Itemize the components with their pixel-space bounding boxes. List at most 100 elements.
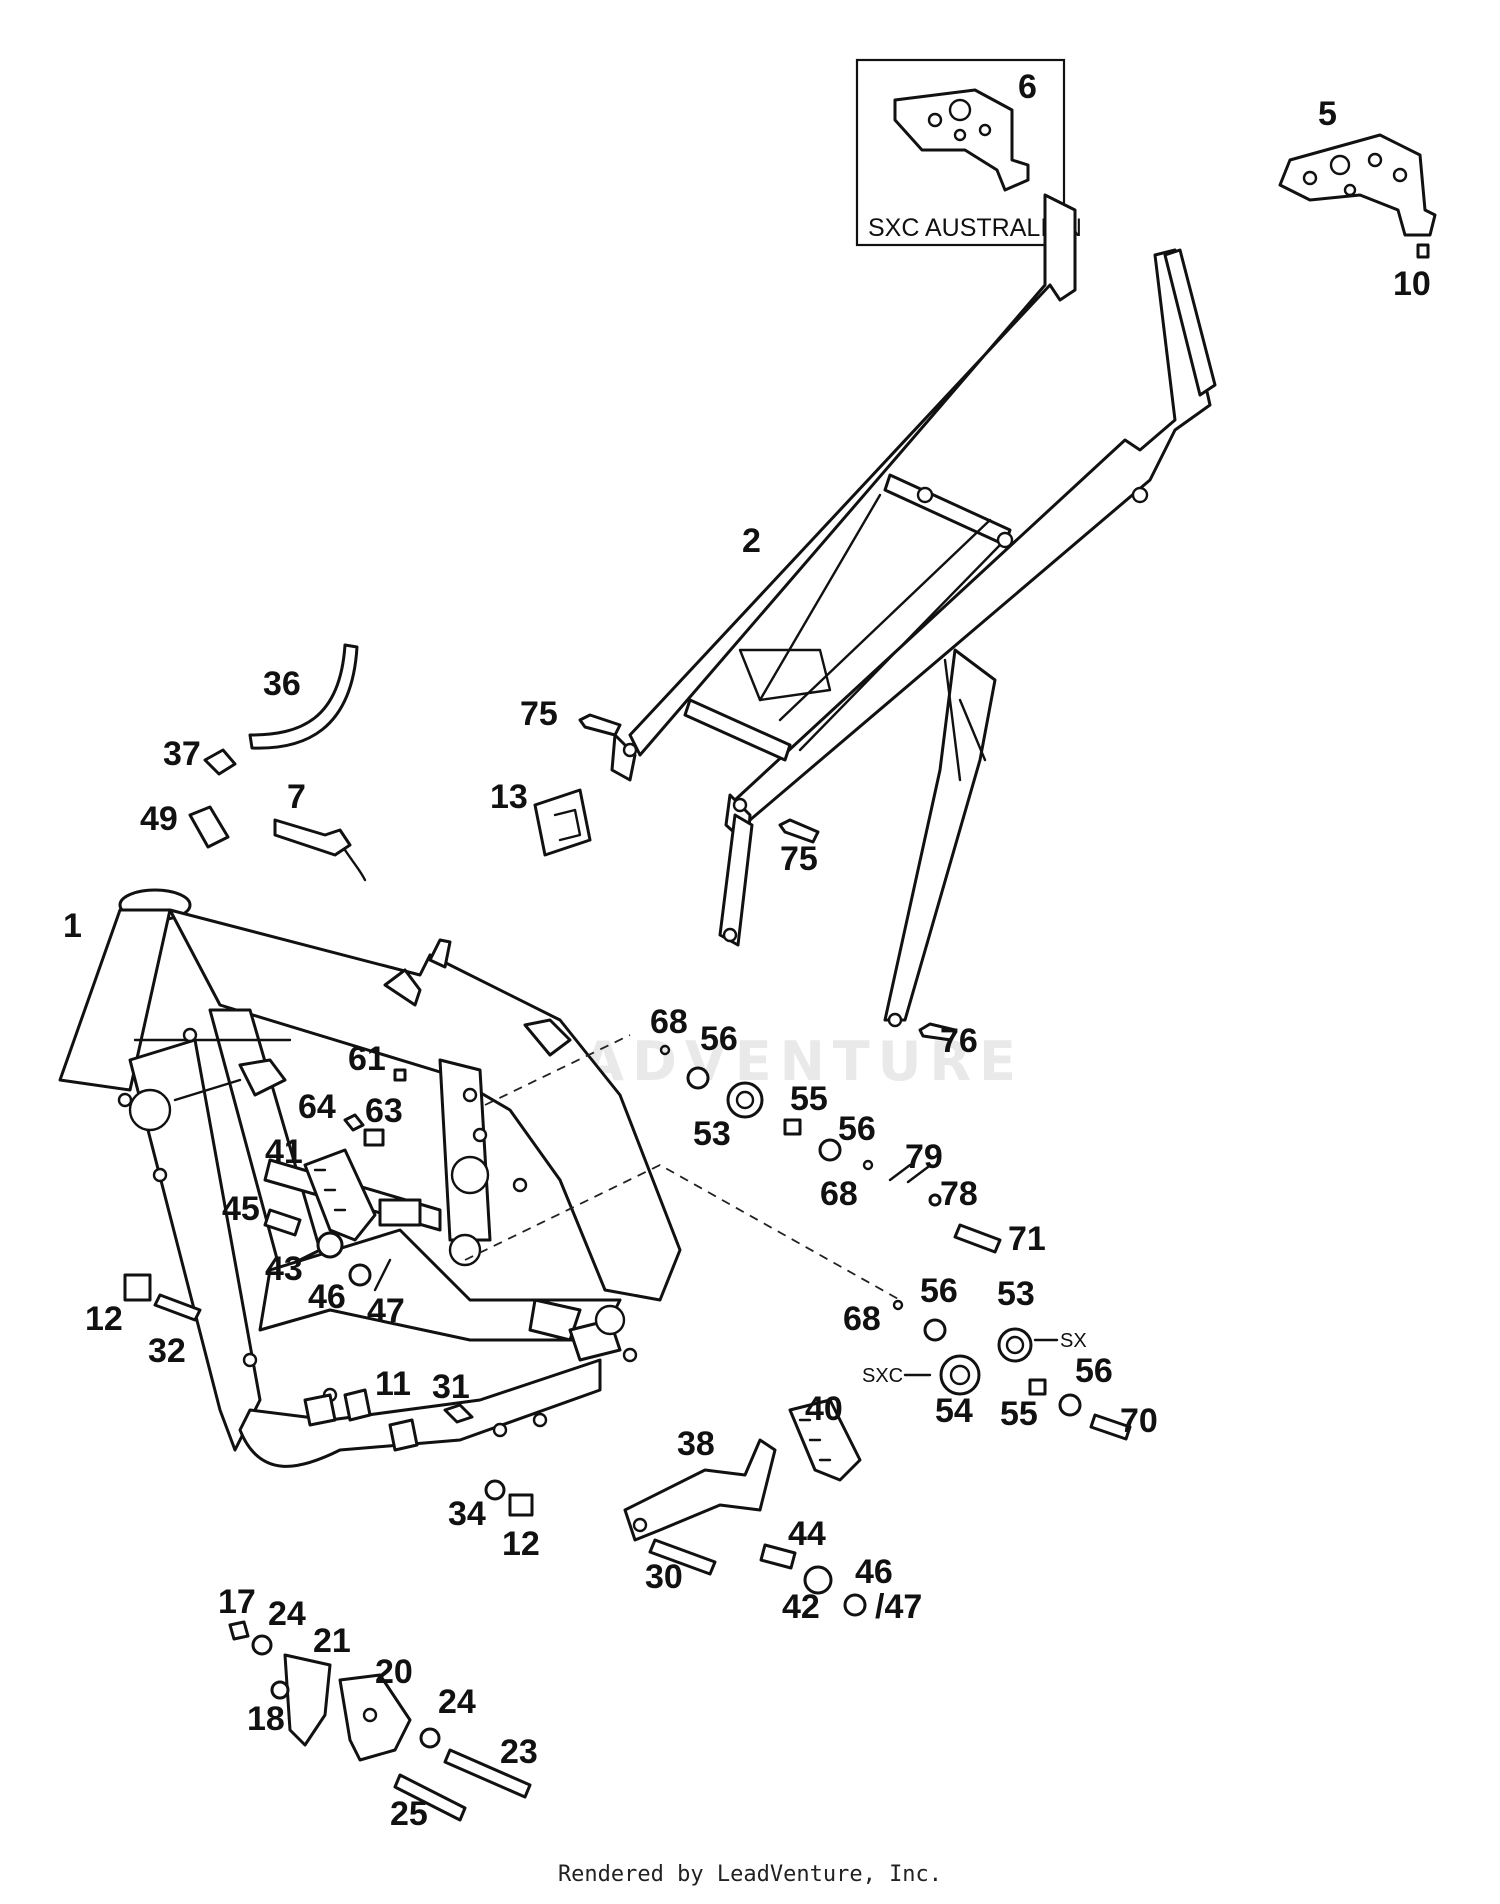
callout-40: 40 bbox=[805, 1390, 843, 1428]
callout-53-a: 53 bbox=[693, 1115, 731, 1153]
callout-64: 64 bbox=[298, 1088, 336, 1126]
callout-63: 63 bbox=[365, 1092, 403, 1130]
brake-pedal bbox=[623, 1438, 777, 1542]
bolt-30 bbox=[648, 1538, 717, 1576]
footpeg-left bbox=[303, 1148, 377, 1242]
bushing-56-d bbox=[1058, 1393, 1082, 1417]
skid-plate-bolt bbox=[1416, 243, 1430, 259]
o-ring-68-c bbox=[892, 1299, 904, 1311]
callout-56-a: 56 bbox=[700, 1020, 738, 1058]
callout-56-b: 56 bbox=[838, 1110, 876, 1148]
callout-45: 45 bbox=[222, 1190, 260, 1228]
callout-labels: 5 10 2 36 37 75 75 13 7 49 1 76 68 56 61… bbox=[63, 95, 1431, 1833]
footpeg-right bbox=[788, 1398, 862, 1482]
subframe bbox=[610, 193, 1217, 1028]
bushing-56-c bbox=[923, 1318, 947, 1342]
callout-41: 41 bbox=[265, 1133, 303, 1171]
subframe-bolt-upper bbox=[578, 713, 622, 737]
skid-plate bbox=[1278, 133, 1437, 237]
callout-70: 70 bbox=[1120, 1402, 1158, 1440]
seal-53-b bbox=[997, 1327, 1033, 1363]
callout-10: 10 bbox=[1393, 265, 1431, 303]
callout-1: 1 bbox=[63, 907, 82, 945]
callout-30: 30 bbox=[645, 1558, 683, 1596]
callout-79: 79 bbox=[905, 1138, 943, 1176]
callout-24-b: 24 bbox=[438, 1683, 476, 1721]
leader-swingarm-left bbox=[464, 1034, 901, 1301]
bolt-70 bbox=[1089, 1413, 1132, 1441]
callout-78: 78 bbox=[940, 1175, 978, 1213]
nut-34 bbox=[484, 1479, 506, 1501]
callout-6: 6 bbox=[1018, 68, 1037, 106]
callout-76: 76 bbox=[940, 1022, 978, 1060]
callout-11: 11 bbox=[375, 1365, 411, 1403]
footpeg-pin-left bbox=[263, 1208, 302, 1237]
callout-53-b: 53 bbox=[997, 1275, 1035, 1313]
nut-31 bbox=[443, 1403, 474, 1424]
bushing-12-left bbox=[123, 1273, 152, 1302]
rubber-block bbox=[533, 788, 592, 857]
seal-53-a bbox=[726, 1081, 764, 1119]
callout-68-c: 68 bbox=[843, 1300, 881, 1338]
washers-79 bbox=[888, 1163, 930, 1184]
callout-75-upper: 75 bbox=[520, 695, 558, 733]
callout-38: 38 bbox=[677, 1425, 715, 1463]
callout-56-c: 56 bbox=[920, 1272, 958, 1310]
callout-55-b: 55 bbox=[1000, 1395, 1038, 1433]
spring-42 bbox=[803, 1565, 833, 1595]
callout-49: 49 bbox=[140, 800, 178, 838]
callout-75-lower: 75 bbox=[780, 840, 818, 878]
washer-24-a bbox=[251, 1634, 273, 1656]
bushing-63 bbox=[363, 1128, 385, 1147]
washer-24-b bbox=[419, 1727, 441, 1749]
subframe-bolt-rear bbox=[918, 1022, 957, 1042]
bushing-12-right bbox=[508, 1493, 534, 1517]
callout-43: 43 bbox=[265, 1250, 303, 1288]
callout-17: 17 bbox=[218, 1583, 256, 1621]
nut-78 bbox=[928, 1193, 942, 1207]
washer-46-right bbox=[843, 1593, 867, 1617]
bushings-11 bbox=[303, 1388, 419, 1452]
frame-bolt bbox=[393, 1068, 407, 1082]
callout-68-a: 68 bbox=[650, 1003, 688, 1041]
hose-fitting bbox=[203, 748, 237, 776]
callout-24-a: 24 bbox=[268, 1595, 306, 1633]
callout-13: 13 bbox=[490, 778, 528, 816]
callout-31: 31 bbox=[432, 1368, 470, 1406]
callout-21: 21 bbox=[313, 1622, 351, 1660]
main-frame bbox=[58, 888, 682, 1468]
o-ring-68-b bbox=[862, 1159, 874, 1171]
callout-61: 61 bbox=[348, 1040, 386, 1078]
callout-44: 44 bbox=[788, 1515, 826, 1553]
bolt-32 bbox=[153, 1293, 202, 1322]
callout-68-b: 68 bbox=[820, 1175, 858, 1213]
bushing-55-a bbox=[783, 1118, 802, 1136]
footer-credit: Rendered by LeadVenture, Inc. bbox=[557, 1862, 943, 1887]
bolt-71 bbox=[953, 1223, 1002, 1254]
callout-34: 34 bbox=[448, 1495, 486, 1533]
footpeg-spring-left bbox=[316, 1231, 344, 1259]
inset-box bbox=[855, 58, 1066, 247]
callout-7: 7 bbox=[287, 778, 306, 816]
callout-36: 36 bbox=[263, 665, 301, 703]
bolt-23 bbox=[443, 1748, 532, 1799]
o-ring-68-a bbox=[659, 1044, 671, 1056]
callout-25: 25 bbox=[390, 1795, 428, 1833]
callout-46-a: 46 bbox=[308, 1278, 346, 1316]
subframe-bolt-lower bbox=[778, 818, 820, 844]
callout-2: 2 bbox=[742, 522, 761, 560]
callout-37: 37 bbox=[163, 735, 201, 773]
callout-47-a: 47 bbox=[367, 1292, 405, 1330]
callout-47-b: /47 bbox=[875, 1588, 922, 1626]
variant-label-sx: SX bbox=[1060, 1330, 1087, 1352]
callout-12-b: 12 bbox=[502, 1525, 540, 1563]
callout-46-b: 46 bbox=[855, 1553, 893, 1591]
callout-71: 71 bbox=[1008, 1220, 1046, 1258]
rubber-plug bbox=[188, 805, 230, 849]
callout-56-d: 56 bbox=[1075, 1352, 1113, 1390]
nut-17 bbox=[228, 1620, 250, 1641]
callout-12-a: 12 bbox=[85, 1300, 123, 1338]
cotter-pin-47-left bbox=[373, 1258, 392, 1292]
bracket-21 bbox=[283, 1653, 332, 1747]
callout-32: 32 bbox=[148, 1332, 186, 1370]
